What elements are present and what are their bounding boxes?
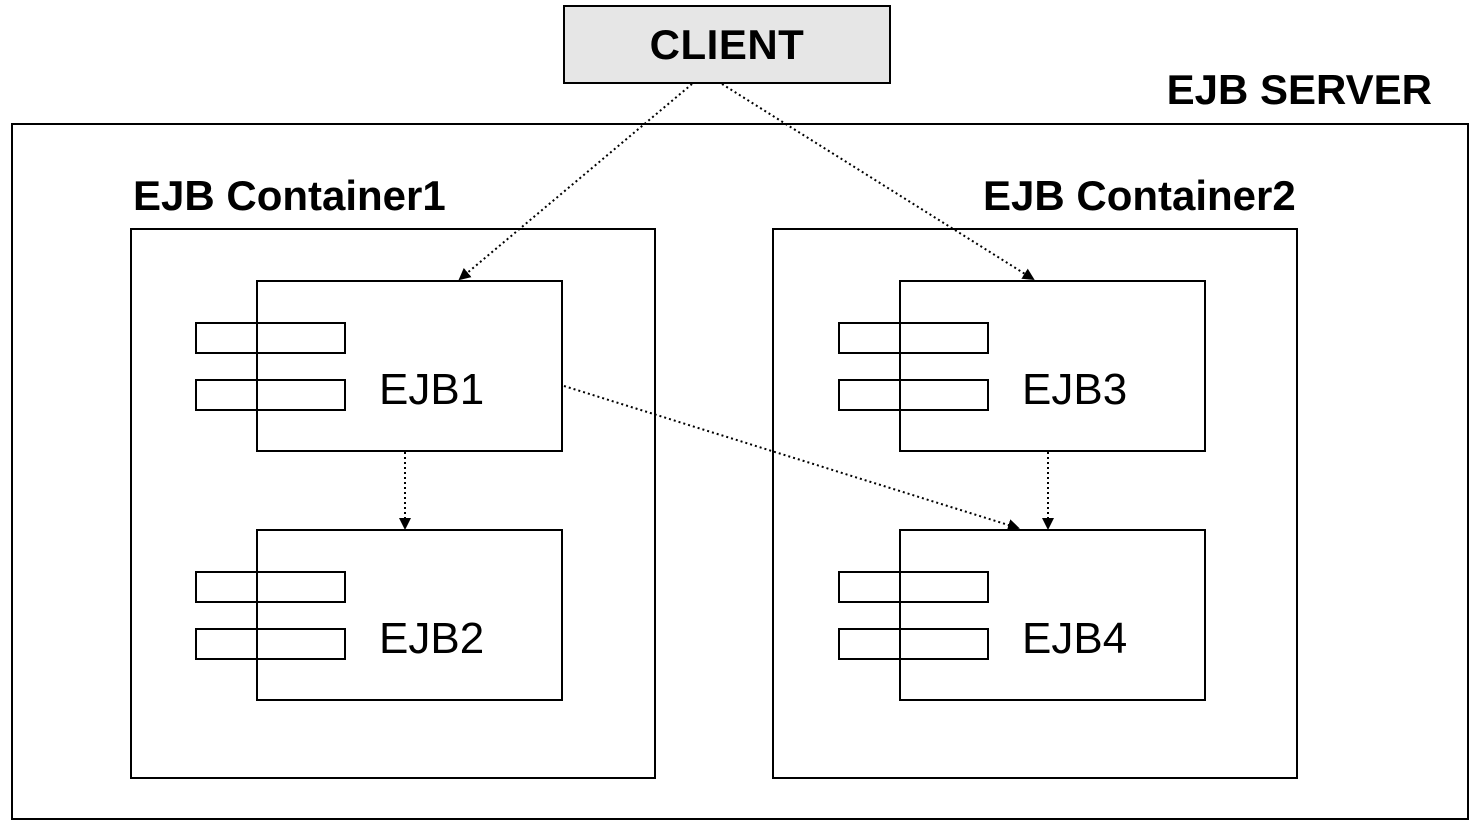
ejb2-component-tab-top (195, 571, 346, 603)
ejb1-component-tab-bottom (195, 379, 346, 411)
client-node: CLIENT (563, 5, 891, 84)
server-title: EJB SERVER (1166, 66, 1432, 113)
ejb1-component (256, 280, 563, 452)
ejb4-component-tab-bottom (838, 628, 989, 660)
container2-title: EJB Container2 (983, 172, 1296, 219)
ejb1-component-tab-top (195, 322, 346, 354)
ejb3-label: EJB3 (1022, 365, 1128, 414)
ejb3-component-tab-top (838, 322, 989, 354)
ejb1-label: EJB1 (379, 365, 485, 414)
ejb2-label: EJB2 (379, 614, 485, 663)
ejb4-component-tab-top (838, 571, 989, 603)
ejb3-component-tab-bottom (838, 379, 989, 411)
ejb4-label: EJB4 (1022, 614, 1128, 663)
ejb2-component-tab-bottom (195, 628, 346, 660)
client-label: CLIENT (649, 20, 805, 68)
container1-title: EJB Container1 (133, 172, 446, 219)
ejb4-component (899, 529, 1206, 701)
ejb2-component (256, 529, 563, 701)
